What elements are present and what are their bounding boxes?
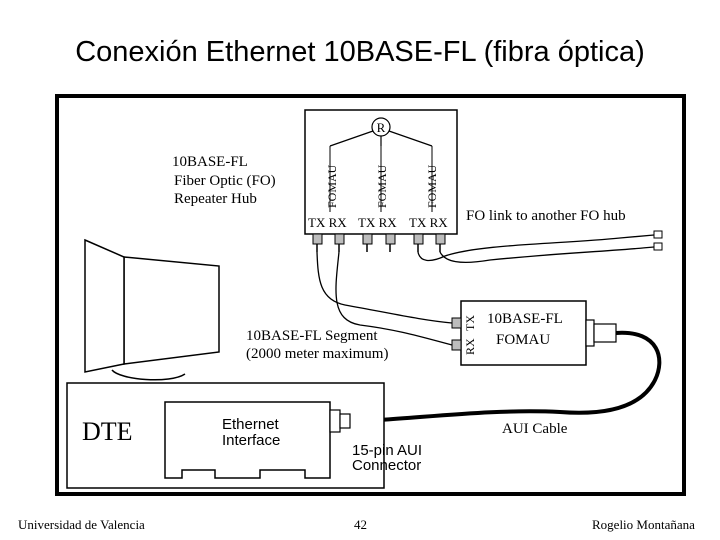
fo-link-label: FO link to another FO hub xyxy=(466,208,626,224)
fomau-aui-plug-body xyxy=(593,323,617,343)
hub-fomau-label-1: FOMAU xyxy=(325,164,339,208)
segment-label-line1: 10BASE-FL Segment xyxy=(246,328,378,344)
fomau-tx-label: TX xyxy=(463,315,477,331)
fo-link-connector-1 xyxy=(653,230,663,239)
footer-institution: Universidad de Valencia xyxy=(18,517,145,532)
aui-connector-line1: 15-pin AUI xyxy=(352,442,422,459)
hub-port-label-3: TX RX xyxy=(409,215,448,230)
fo-link-fiber-2 xyxy=(439,246,655,263)
fo-link-fiber-1 xyxy=(417,234,655,262)
footer-page-number: 42 xyxy=(354,517,367,532)
fomau-tx-port xyxy=(451,317,462,329)
hub-port-label-2: TX RX xyxy=(358,215,397,230)
segment-label-line2: (2000 meter maximum) xyxy=(246,346,388,362)
hub-label-line3: Repeater Hub xyxy=(174,191,257,207)
fomau-rx-port xyxy=(451,339,462,351)
segment-fiber-rx xyxy=(335,251,453,346)
slide-title: Conexión Ethernet 10BASE-FL (fibra óptic… xyxy=(75,36,645,68)
aui-connector-line2: Connector xyxy=(352,457,421,474)
aui-cable xyxy=(379,330,662,422)
hub-port-label-1: TX RX xyxy=(308,215,347,230)
ethernet-interface-line2: Interface xyxy=(222,432,280,449)
fomau-aui-plug xyxy=(585,319,595,347)
fomau-rx-label: RX xyxy=(463,338,477,355)
fomau-label-line2: FOMAU xyxy=(496,332,550,348)
repeater-symbol: R xyxy=(377,120,386,135)
ethernet-interface-card xyxy=(164,401,331,479)
ethernet-interface-line1: Ethernet xyxy=(222,416,280,433)
dte-label: DTE xyxy=(82,417,133,446)
hub-label-line1: 10BASE-FL xyxy=(172,154,248,170)
footer-author: Rogelio Montañana xyxy=(592,517,695,532)
fomau-label-line1: 10BASE-FL xyxy=(487,311,563,327)
aui-cable-label: AUI Cable xyxy=(502,421,568,437)
hub-fomau-label-2: FOMAU xyxy=(375,164,389,208)
aui-connector-jack xyxy=(329,409,341,433)
segment-fiber-tx xyxy=(316,251,453,324)
fo-link-connector-2 xyxy=(653,242,663,251)
hub-label-line2: Fiber Optic (FO) xyxy=(174,173,276,189)
monitor-illustration xyxy=(84,238,220,381)
aui-connector-plug xyxy=(339,413,351,429)
